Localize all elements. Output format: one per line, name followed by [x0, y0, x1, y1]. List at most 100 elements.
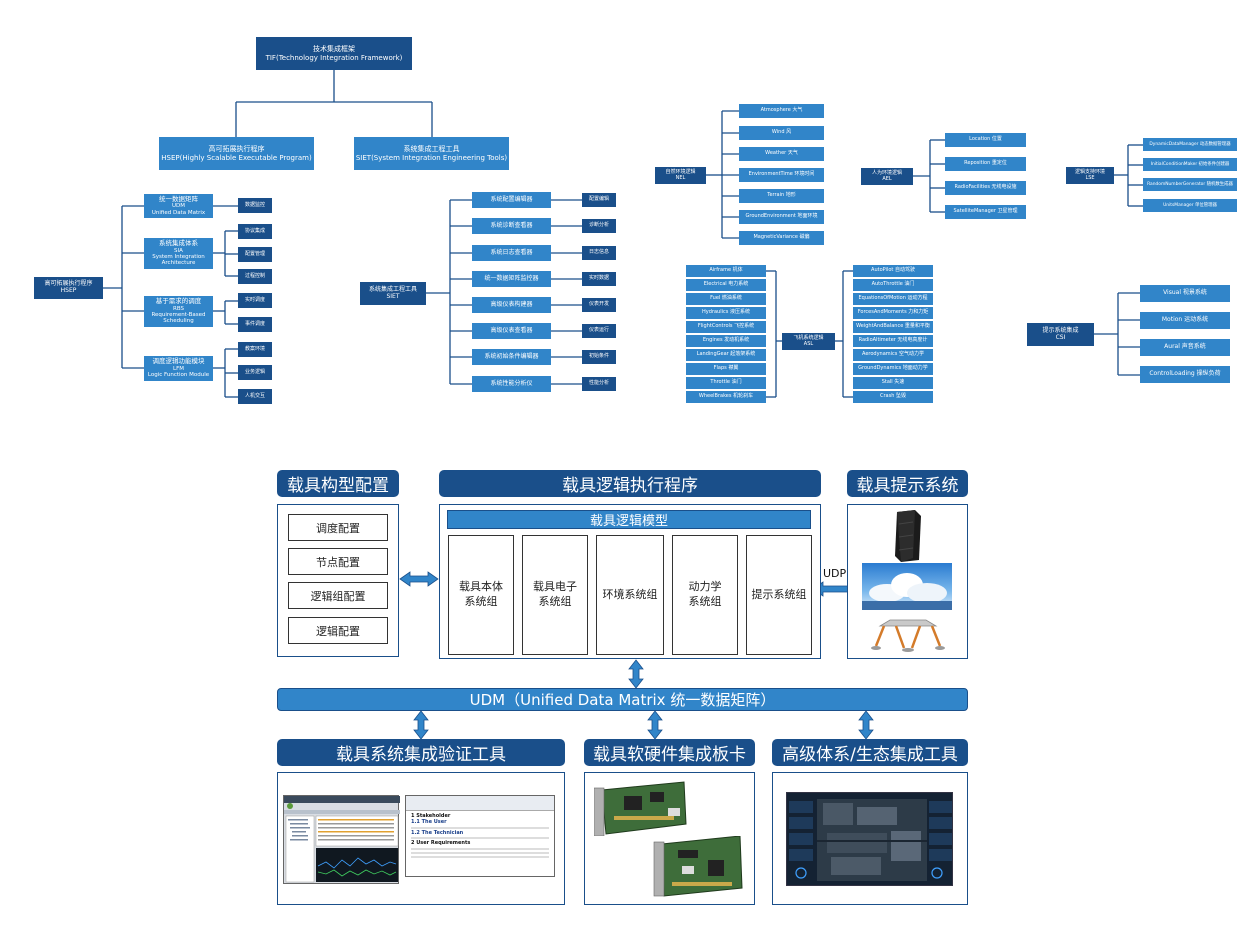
lse-root-subtitle: LSE: [1085, 174, 1095, 181]
siet-root-title: 系统集成工程工具: [368, 285, 417, 293]
model-column: 环境系统组: [596, 535, 664, 655]
siet-root: 系统集成工程工具 SIET: [360, 282, 426, 305]
hsep-group-sia: 系统集成体系 SIA System Integration Architectu…: [144, 238, 213, 269]
nel-root-subtitle: NEL: [675, 174, 686, 181]
siet-leaf: 配置编辑: [582, 193, 616, 207]
motion-platform-image: [870, 612, 946, 654]
siet-root-subtitle: SIET: [386, 292, 400, 300]
eco-header: 高级体系/生态集成工具: [772, 739, 968, 766]
asl-root-title: 飞机系统逻辑: [793, 334, 824, 341]
siet-leaf: 初始条件: [582, 350, 616, 364]
asl-right-item: AutoThrottle 油门: [853, 279, 933, 291]
lse-root: 逻辑支持环境 LSE: [1066, 167, 1114, 184]
model-column: 提示系统组: [746, 535, 812, 655]
doc-toolbar: [406, 796, 554, 811]
hsep-root-subtitle: HSEP: [60, 287, 77, 294]
doc-text-line: [411, 836, 549, 839]
column-line: 系统组: [688, 595, 722, 608]
tool-screenshot-image: [283, 795, 400, 884]
lse-item: DynamicDataManager 动态数据管理器: [1143, 138, 1237, 151]
asl-left-item: Electrical 电力系统: [686, 279, 766, 291]
tif-title: 技术集成框架: [313, 45, 355, 54]
model-column: 载具电子系统组: [522, 535, 588, 655]
siet-item: 统一数据矩阵监控器: [472, 271, 551, 287]
exec-header: 载具逻辑执行程序: [439, 470, 821, 497]
siet-item: 系统初始条件编辑器: [472, 349, 551, 365]
board-header: 载具软硬件集成板卡: [584, 739, 755, 766]
hsep-group-line: Scheduling: [163, 318, 194, 325]
csi-root-title: 提示系统集成: [1042, 326, 1079, 334]
siet-leaf: 日志信息: [582, 246, 616, 260]
hsep-group-line: SIA: [174, 247, 183, 254]
doc-heading: 2 User Requirements: [411, 839, 471, 846]
csi-root: 提示系统集成 CSI: [1027, 323, 1094, 346]
udp-label: UDP: [823, 567, 847, 580]
asl-left-item: Hydraulics 液压系统: [686, 307, 766, 319]
hsep-group-line: Logic Function Module: [147, 372, 210, 379]
ael-root-title: 人为环境逻辑: [871, 169, 902, 176]
hsep-leaf: 业务逻辑: [238, 365, 272, 380]
nel-item: Atmosphere 大气: [739, 104, 824, 118]
asl-left-item: Throttle 油门: [686, 377, 766, 389]
asl-right-item: WeightAndBalance 重量和平衡: [853, 321, 933, 333]
asl-right-item: RadioAltimeter 无线电高度计: [853, 335, 933, 347]
doc-text-line: [411, 848, 549, 850]
doc-heading: 1.1 The User: [411, 819, 447, 826]
siet-leaf: 仪表开发: [582, 298, 616, 312]
asl-right-item: ForcesAndMoments 力和力矩: [853, 307, 933, 319]
cue-header: 载具提示系统: [847, 470, 968, 497]
model-column: 动力学系统组: [672, 535, 738, 655]
csi-item: ControlLoading 操纵负荷: [1140, 366, 1230, 383]
column-line: 动力学: [688, 580, 722, 594]
doc-heading: 1.2 The Technician: [411, 829, 464, 836]
ael-root: 人为环境逻辑 AEL: [861, 168, 913, 185]
doc-text-line: [411, 826, 549, 829]
column-line: 系统组: [538, 595, 572, 608]
asl-right-item: Stall 失速: [853, 377, 933, 389]
hsep-leaf: 事件调度: [238, 317, 272, 332]
hsep-group-rbs: 基于需求的调度 RBS Requirement-Based Scheduling: [144, 296, 213, 327]
model-column: 载具本体系统组: [448, 535, 514, 655]
doc-text-line: [411, 852, 549, 854]
column-line: 环境系统组: [602, 587, 658, 601]
hsep-group-line: 调度逻辑功能模块: [152, 357, 205, 366]
config-item: 节点配置: [288, 548, 388, 575]
csi-root-subtitle: CSI: [1055, 333, 1066, 341]
tif-box: 技术集成框架 TIF(Technology Integration Framew…: [256, 37, 412, 70]
hsep-group-lfm: 调度逻辑功能模块 LFM Logic Function Module: [144, 356, 213, 381]
siet-top-title: 系统集成工程工具: [403, 145, 460, 154]
lse-item: RandomNumberGenerator 随机数生成器: [1143, 178, 1237, 191]
siet-item: 高级仪表查看器: [472, 323, 551, 339]
hsep-leaf: 过程控制: [238, 269, 272, 284]
nel-item: Weather 天气: [739, 147, 824, 161]
asl-left-item: Flaps 襟翼: [686, 363, 766, 375]
nel-root-title: 自然环境逻辑: [665, 168, 696, 175]
hsep-leaf: 数据监控: [238, 198, 272, 213]
nel-item: Terrain 地形: [739, 189, 824, 203]
csi-item: Aural 声音系统: [1140, 339, 1230, 356]
asl-left-item: Airframe 机体: [686, 265, 766, 277]
hsep-group-line: System Integration: [152, 254, 205, 261]
requirements-doc-image: 1 Stakeholder 1.1 The User 1.2 The Techn…: [405, 795, 555, 877]
hsep-group-line: Requirement-Based: [151, 312, 206, 319]
asl-left-item: FlightControls 飞控系统: [686, 321, 766, 333]
model-header: 载具逻辑模型: [447, 510, 811, 529]
nel-item: EnvironmentTime 环境时间: [739, 168, 824, 182]
ael-item: RadioFacilities 无线电设施: [945, 181, 1026, 195]
hsep-group-line: Unified Data Matrix: [151, 209, 206, 216]
hsep-top-box: 高可拓展执行程序 HSEP(Highly Scalable Executable…: [159, 137, 314, 170]
siet-leaf: 仪表运行: [582, 324, 616, 338]
hsep-group-line: UDM: [171, 203, 185, 210]
hsep-root-title: 高可拓展执行程序: [44, 280, 93, 288]
asl-left-item: Fuel 燃油系统: [686, 293, 766, 305]
speaker-image: [893, 510, 923, 562]
siet-top-box: 系统集成工程工具 SIET(System Integration Enginee…: [354, 137, 509, 170]
siet-item: 系统性能分析仪: [472, 376, 551, 392]
asl-right-item: EquationsOfMotion 运动方程: [853, 293, 933, 305]
csi-item: Motion 运动系统: [1140, 312, 1230, 329]
siet-item: 高级仪表构建器: [472, 297, 551, 313]
hsep-group-line: 统一数据矩阵: [159, 194, 198, 203]
asl-left-item: WheelBrakes 机轮刹车: [686, 391, 766, 403]
hsep-group-udm: 统一数据矩阵 UDM Unified Data Matrix: [144, 194, 213, 218]
doc-text-line: [411, 856, 549, 858]
